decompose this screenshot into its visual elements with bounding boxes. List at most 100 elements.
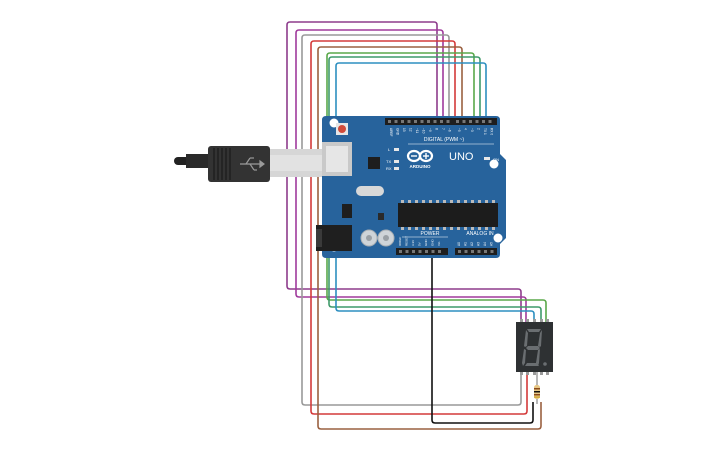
chip-pin [422,200,425,203]
display-pin[interactable] [526,371,529,375]
header-hole[interactable] [427,120,430,123]
header-hole[interactable] [458,250,461,253]
capacitor-top [366,235,372,241]
analog-pin-label: A2 [470,242,474,246]
resistor-band [534,394,540,396]
reset-button-cap[interactable] [338,125,346,133]
header-hole[interactable] [405,250,409,253]
wire-black[interactable] [431,252,534,424]
usb-plug-grip [213,148,231,180]
power-jack-tip [316,229,322,247]
header-hole[interactable] [388,120,391,123]
chip-pin [429,200,432,203]
atmega-pins [401,200,495,230]
header-hole[interactable] [464,250,468,253]
analog-pin-label: A4 [483,242,487,246]
digital-header-label: DIGITAL (PWM ~) [424,137,464,143]
chip-pin [471,200,474,203]
display-pin[interactable] [520,319,523,323]
wire-grey[interactable] [301,34,522,406]
header-hole[interactable] [414,120,417,123]
usb-chip [368,157,380,169]
resistor-band [534,396,540,398]
resistor-band [534,388,540,390]
regulator-chip [342,204,352,218]
usb-b-port-inner [326,146,348,172]
header-hole[interactable] [440,120,443,123]
resistor-band [534,391,540,393]
digital-pin-label: AREF [389,128,393,137]
power-pin-label: RESET [405,236,409,246]
display-pins-bottom [520,371,549,375]
header-hole[interactable] [401,120,404,123]
arduino-logo-icon [406,149,434,163]
analog-pin-label: A0 [457,242,461,246]
header-hole[interactable] [484,250,487,253]
chip-pin [422,227,425,230]
display-pin[interactable] [526,319,529,323]
wire-red[interactable] [310,40,528,415]
digital-pin-label: 7 [441,128,445,130]
header-hole[interactable] [420,120,424,123]
display-pin[interactable] [533,319,536,323]
digital-pin-label: 8 [435,128,439,130]
header-hole[interactable] [462,120,466,123]
display-pin[interactable] [540,319,543,323]
analog-header-holes [458,250,494,253]
header-hole[interactable] [471,250,474,253]
chip-pin [471,227,474,230]
tx-led [394,160,399,163]
header-hole[interactable] [456,120,459,123]
digital-header-holes [388,120,492,123]
rx-led-label: RX [386,166,392,171]
header-hole[interactable] [446,120,450,123]
analog-pin-label: A3 [477,242,481,246]
on-led [484,157,490,160]
chip-pin [450,200,453,203]
display-pin[interactable] [546,371,549,375]
header-hole[interactable] [490,250,494,253]
chip-pin [408,200,411,203]
tx-led-label: TX [386,159,391,164]
header-hole[interactable] [477,250,481,253]
header-hole[interactable] [425,250,428,253]
header-hole[interactable] [482,120,485,123]
chip-pin [464,200,467,203]
resistor[interactable] [534,372,540,404]
header-hole[interactable] [394,120,398,123]
chip-pin [450,227,453,230]
display-pin[interactable] [546,319,549,323]
header-hole[interactable] [469,120,472,123]
smd-component [378,213,384,220]
seven-segment-display[interactable]: 8 [0,0,553,375]
display-pin[interactable] [533,371,536,375]
l-led-label: L [388,147,391,152]
atmega-chip [398,203,498,227]
on-led-label: ON [493,157,499,162]
display-pin[interactable] [520,371,523,375]
chip-pin [478,200,481,203]
chip-pin [443,200,446,203]
chip-pin [415,227,418,230]
header-hole[interactable] [412,250,415,253]
header-hole[interactable] [418,250,422,253]
digital-pin-label: ~6 [448,128,452,132]
digital-pin-label: GND [396,128,400,136]
mounting-hole [489,159,499,169]
chip-pin [478,227,481,230]
display-pin[interactable] [540,371,543,375]
chip-pin [436,200,439,203]
chip-pin [457,200,460,203]
header-hole[interactable] [407,120,411,123]
usb-cable[interactable] [174,146,324,182]
header-hole[interactable] [433,120,437,123]
header-hole[interactable] [431,250,435,253]
header-hole[interactable] [475,120,479,123]
header-hole[interactable] [438,250,441,253]
header-hole[interactable] [399,250,402,253]
header-hole[interactable] [488,120,492,123]
power-header-label: POWER [421,231,440,237]
